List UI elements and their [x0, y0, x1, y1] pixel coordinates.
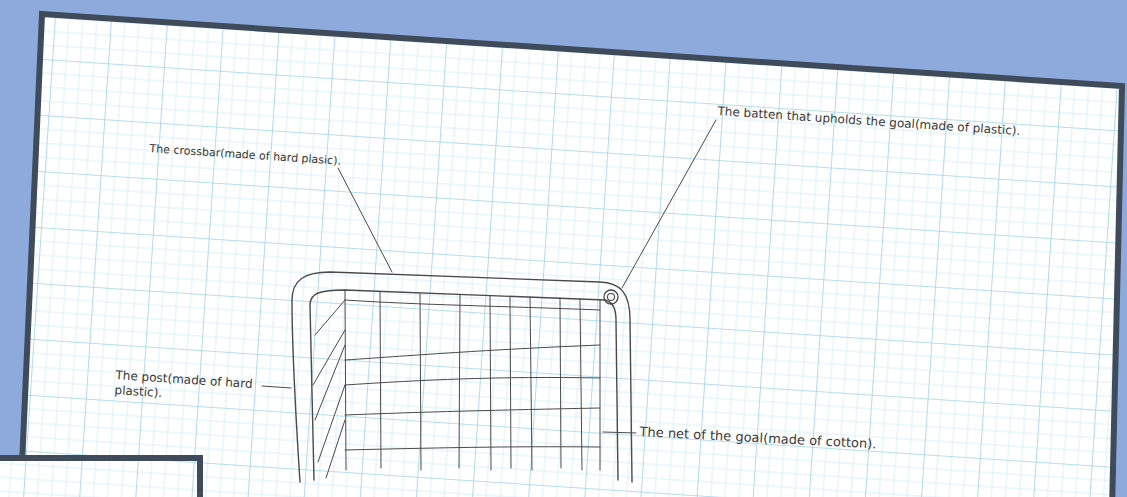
batten-circle-inner	[608, 294, 615, 301]
net-vertical-lines	[345, 290, 600, 470]
batten-circle-outer	[604, 290, 618, 304]
leader-line-post	[262, 386, 291, 388]
part-label: The batten that upholds the goal(made of…	[717, 104, 1109, 145]
goal-frame-outer	[292, 272, 632, 482]
leader-line-crossbar	[338, 168, 392, 272]
net-side-lines	[313, 300, 345, 478]
graph-paper	[20, 14, 1122, 497]
goal-frame-inner	[310, 290, 618, 480]
net-horizontal-lines	[345, 300, 600, 450]
part-label: The crossbar(made of hard plasic).	[149, 142, 364, 170]
part-label: The net of the goal(made of cotton).	[639, 424, 1109, 465]
leader-line-net	[603, 432, 636, 433]
leader-line-batten	[622, 120, 716, 288]
graph-paper-second	[0, 458, 200, 497]
part-label: The post(made of hard plastic).	[114, 368, 256, 407]
